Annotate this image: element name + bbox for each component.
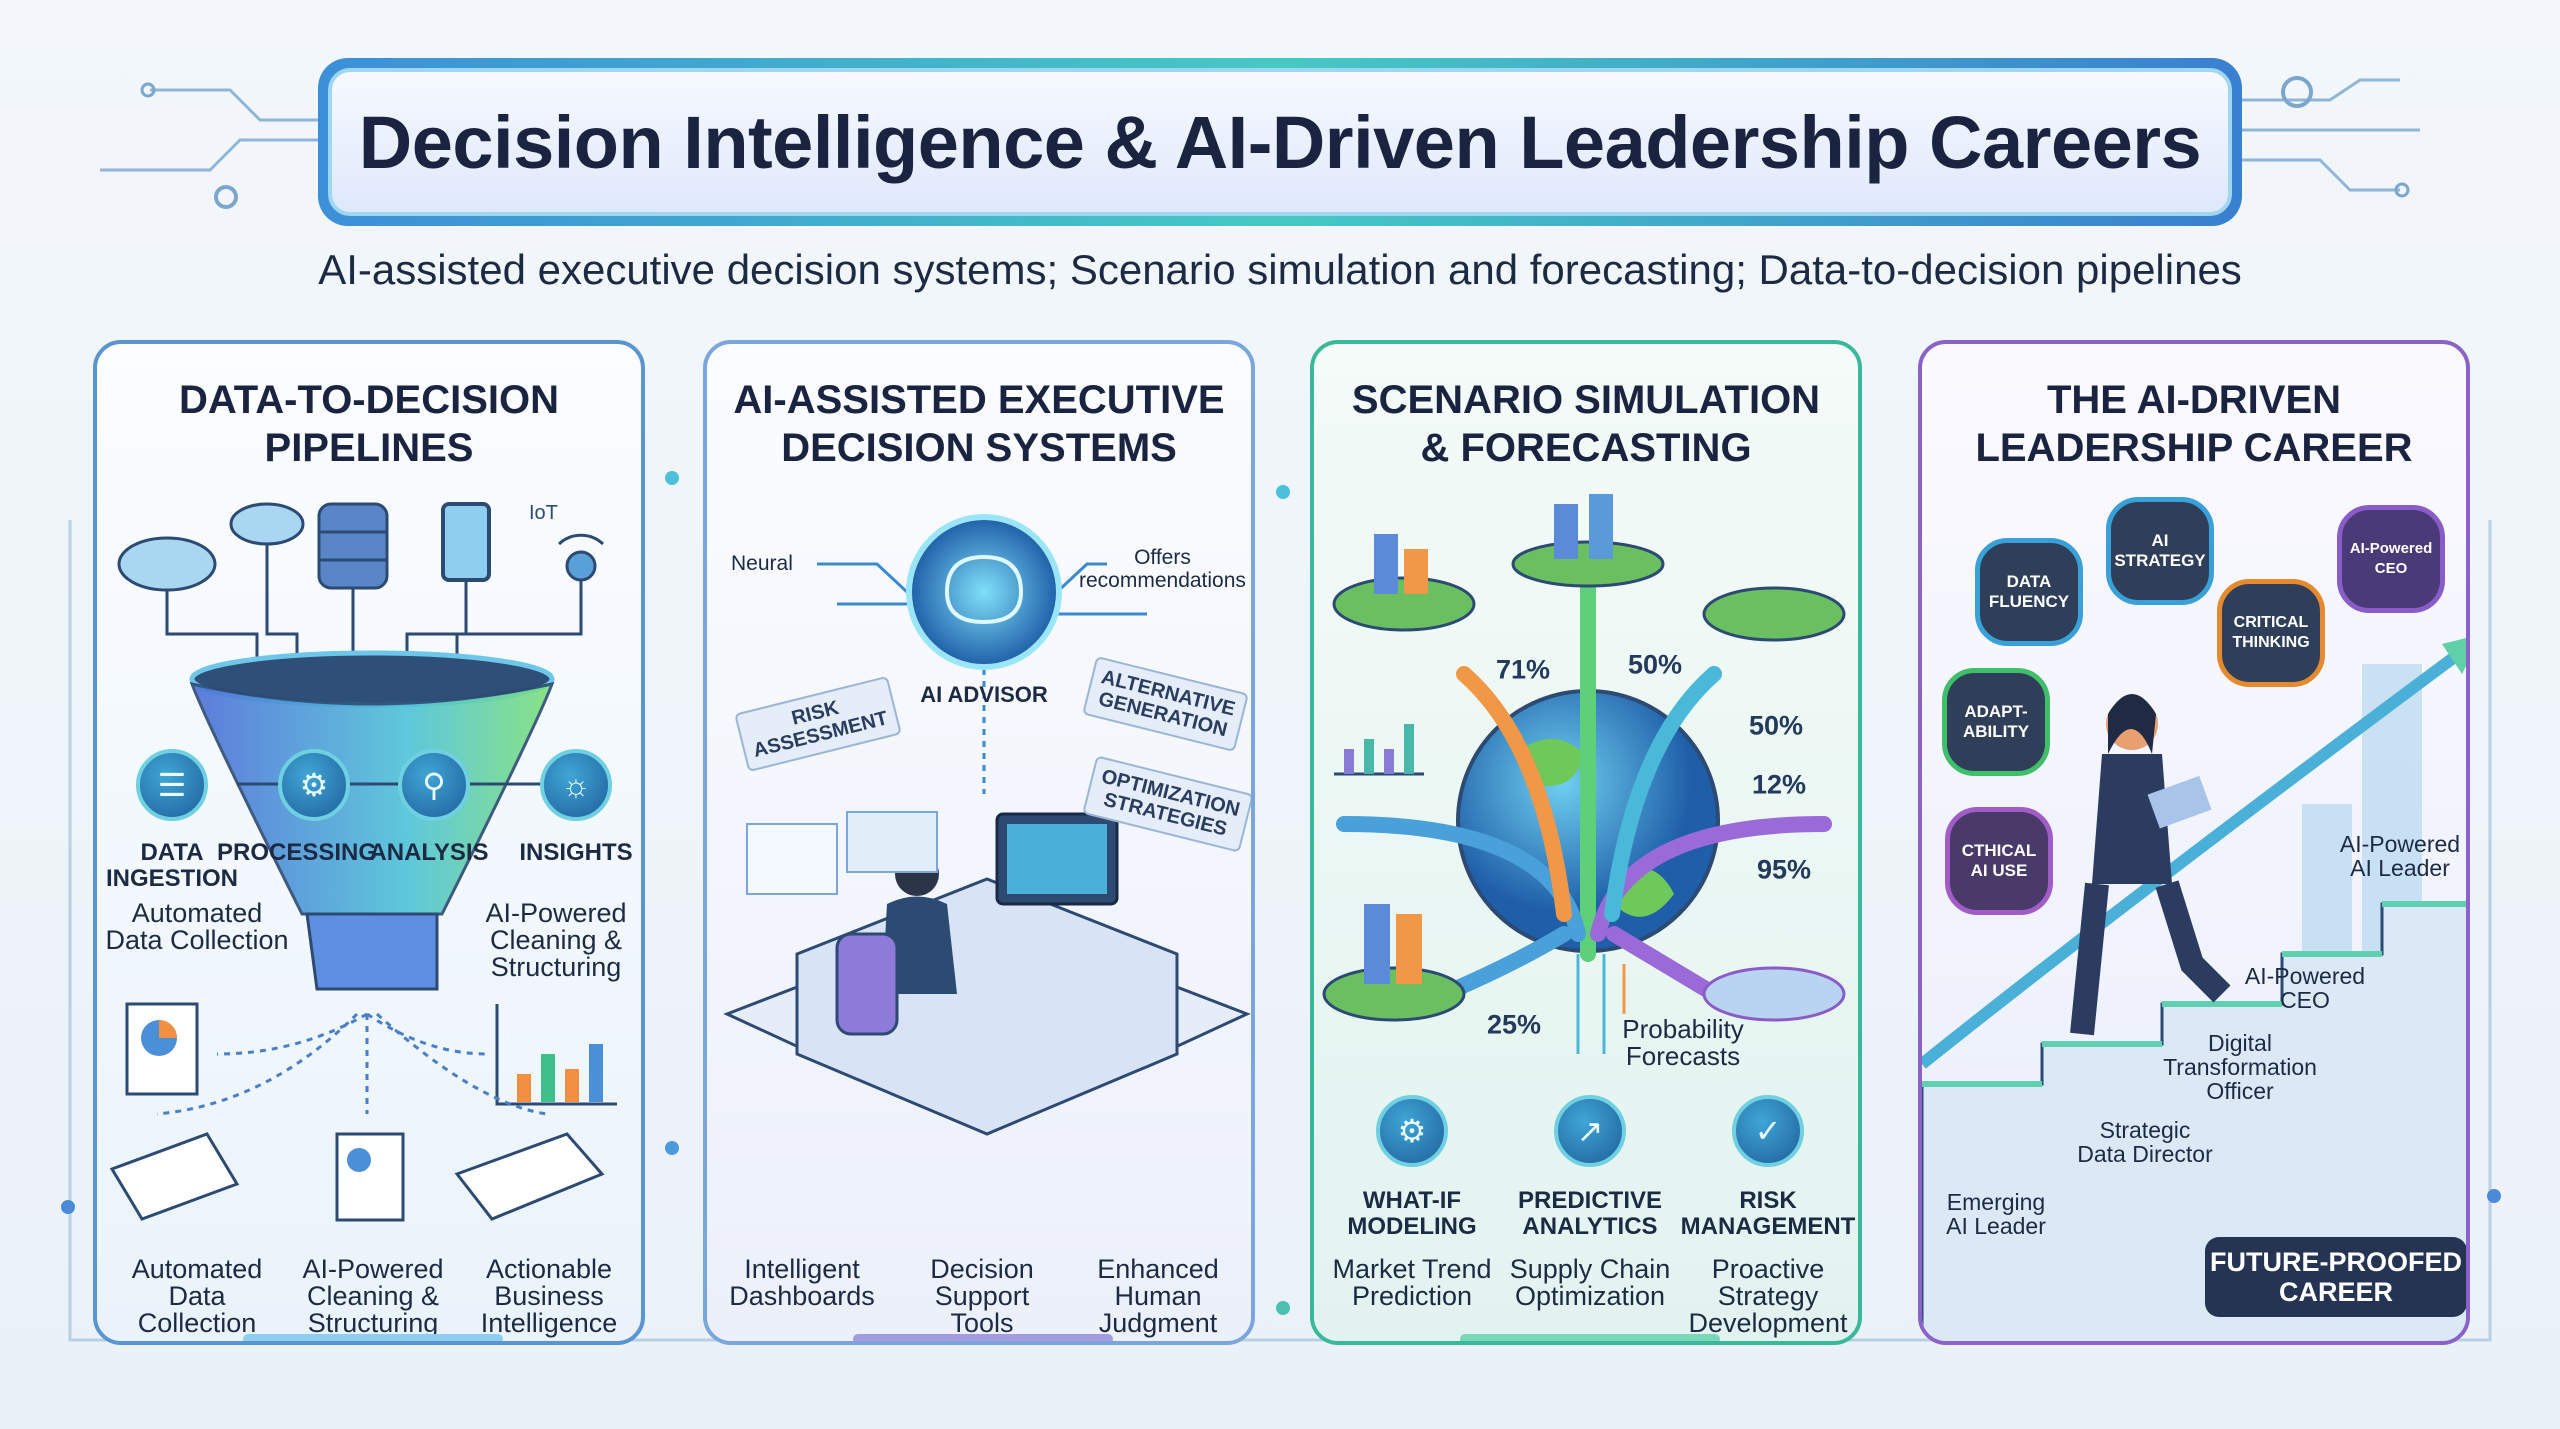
document-icon [109,1132,240,1221]
step-label: INSIGHTS [519,839,633,866]
gear-icon [2281,76,2313,108]
funnel-illustration: IoT [117,502,605,991]
wifi-sensor-icon [557,533,605,582]
ai-advisor-label: AI ADVISOR [920,682,1048,707]
desk-illustration [723,811,1251,1136]
city-island-icon [1322,904,1466,1022]
shield-check-icon: ✓ [1732,1095,1804,1167]
panel-data-to-decision: DATA-TO-DECISION PIPELINES IoT ☰ ⚙ ⚲ ☼ D… [93,340,645,1345]
probability-95: 95% [1756,854,1812,885]
panel-title: THE AI-DRIVEN LEADERSHIP CAREER [1922,376,2466,472]
panel-scenario-simulation: SCENARIO SIMULATION & FORECASTING 71% 50… [1310,340,1862,1345]
tablet-icon [2147,775,2212,829]
report-icon [125,1002,199,1096]
cloud-icon [229,502,305,546]
panel-accent-bar [243,1334,503,1341]
panel-title-line: PIPELINES [264,426,474,470]
storm-island-icon [1702,966,1846,1022]
panel-title-line: LEADERSHIP CAREER [1975,426,2413,470]
panel-title-line: DATA-TO-DECISION [179,378,559,422]
businesswoman-illustration [2070,694,2231,1036]
gear-icon: ⚙ [278,749,350,821]
panel-title-line: SCENARIO SIMULATION [1351,378,1821,422]
title-banner: Decision Intelligence & AI-Driven Leader… [318,58,2242,226]
probability-25: 25% [1486,1009,1542,1040]
panel-title-line: THE AI-DRIVEN [2046,378,2342,422]
city-island-icon [1511,494,1665,588]
database-icon [317,502,389,590]
brain-icon [906,514,1062,670]
lightbulb-icon: ☼ [540,749,612,821]
probability-12: 12% [1751,769,1807,800]
document-icon [335,1132,405,1222]
probability-50: 50% [1748,710,1804,741]
panel-title: SCENARIO SIMULATION & FORECASTING [1314,376,1858,472]
skill-badge: ADAPT-ABILITY [1942,668,2050,776]
panel-title: AI-ASSISTED EXECUTIVE DECISION SYSTEMS [707,376,1251,472]
database-icon: ☰ [136,749,208,821]
iot-label: IoT [529,502,558,524]
panel-title: DATA-TO-DECISION PIPELINES [97,376,641,472]
panel-title-line: DECISION SYSTEMS [781,426,1177,470]
panel-title-line: & FORECASTING [1420,426,1752,470]
city-island-icon [1332,534,1476,632]
magnifier-icon: ⚲ [398,749,470,821]
landscape-island-icon [1702,586,1846,642]
panel-accent-bar [853,1334,1113,1341]
panel-title-line: AI-ASSISTED EXECUTIVE [733,378,1225,422]
gear-icon: ⚙ [1376,1095,1448,1167]
step-label: ANALYSIS [369,839,489,866]
gear-icon [214,185,238,209]
panel-ai-executive-systems: AI-ASSISTED EXECUTIVE DECISION SYSTEMS N… [703,340,1255,1345]
output-documents-illustration [109,1002,617,1222]
chair-icon [835,932,899,1036]
page-subtitle: AI-assisted executive decision systems; … [318,246,2242,293]
probability-71: 71% [1495,654,1551,685]
bar-chart-icon [495,1004,617,1106]
growth-chart-icon: ↗ [1554,1095,1626,1167]
advisor-illustration [723,514,1251,1136]
step-label: PROCESSING [216,839,378,866]
neural-label: Neural [731,552,793,575]
chart-panel-icon [746,823,838,895]
tablet-icon [441,502,491,582]
cloud-icon [117,536,217,592]
panel-accent-bar [1460,1334,1720,1341]
document-icon [454,1132,605,1221]
trend-chart-icon [1334,724,1424,776]
globe-scenario-illustration [1322,494,1846,1054]
probability-50: 50% [1627,649,1683,680]
page-title: Decision Intelligence & AI-Driven Leader… [358,100,2202,184]
